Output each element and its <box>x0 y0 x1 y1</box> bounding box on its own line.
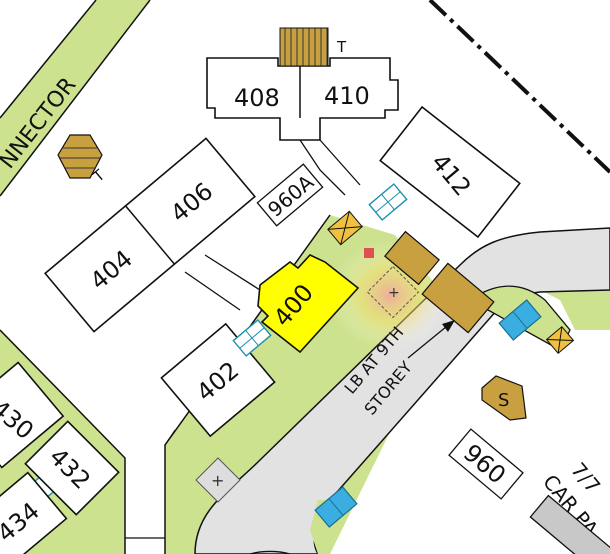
block-400[interactable] <box>257 254 360 354</box>
covered-drop-off <box>421 262 495 334</box>
lift-icon <box>368 183 408 221</box>
block-430[interactable] <box>0 361 65 469</box>
covered-drop-off <box>384 230 440 286</box>
tree-label: T <box>336 38 347 56</box>
lift-icon <box>314 486 358 528</box>
survey-marker <box>195 457 241 503</box>
block-408-410[interactable] <box>206 57 399 141</box>
block-label-410: 410 <box>324 82 370 110</box>
pointer-arrow <box>407 321 453 359</box>
substation-label: S <box>498 390 509 411</box>
site-boundary <box>428 0 610 174</box>
svg-text:+: + <box>388 285 400 301</box>
bin-structure <box>545 325 575 355</box>
bin-structure <box>327 210 363 246</box>
block-434[interactable] <box>0 471 68 554</box>
tree-marker[interactable] <box>57 134 103 179</box>
block-412[interactable] <box>379 105 521 239</box>
lift-icon <box>232 319 272 357</box>
covered-structure <box>279 27 329 67</box>
block-label-408: 408 <box>234 84 280 112</box>
substation[interactable] <box>481 375 527 421</box>
survey-marker: + <box>366 265 420 319</box>
address-box-960a <box>256 163 324 227</box>
svg-text:+: + <box>211 471 224 490</box>
block-432[interactable] <box>24 420 120 516</box>
address-box-960 <box>448 428 524 500</box>
car-park-structure[interactable] <box>529 494 610 554</box>
lift-icon <box>498 299 542 341</box>
